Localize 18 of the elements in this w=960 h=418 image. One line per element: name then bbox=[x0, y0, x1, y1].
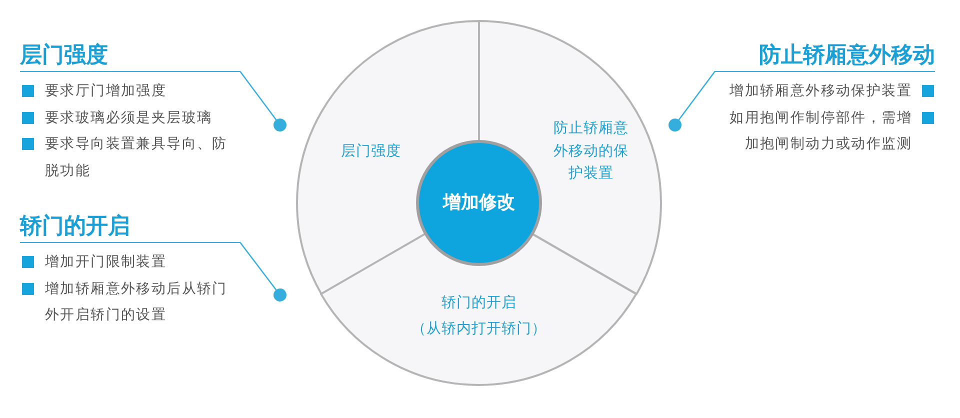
sector-label: 轿门的开启 bbox=[440, 294, 518, 313]
sector-label: 层门强度 bbox=[340, 142, 402, 162]
bullet-text: 如用抱闸作制停部件，需增加抱闸制动力或动作监测 bbox=[728, 108, 912, 154]
callout-heading: 层门强度 bbox=[20, 42, 240, 72]
callout-heading: 轿门的开启 bbox=[20, 213, 240, 243]
leader-line bbox=[668, 70, 716, 132]
bullet-text: 要求玻璃必须是夹层玻璃 bbox=[45, 108, 214, 128]
leader-line bbox=[239, 242, 286, 302]
sector-label: （从轿内打开轿门） bbox=[410, 320, 548, 339]
sector-label: 防止轿厢意外移动的保护装置 bbox=[553, 119, 629, 184]
bullet-text: 要求厅门增加强度 bbox=[45, 82, 168, 101]
leader-line bbox=[239, 70, 286, 132]
callout-heading: 防止轿厢意外移动 bbox=[715, 42, 935, 72]
bullet-text: 增加轿厢意外移动保护装置 bbox=[728, 82, 912, 101]
bullet-text: 增加开门限制装置 bbox=[45, 253, 168, 272]
center-label: 增加修改 bbox=[442, 191, 516, 215]
bullet-text: 要求导向装置兼具导向、防脱功能 bbox=[45, 135, 228, 180]
bullet-text: 增加轿厢意外移动后从轿门外开启轿门的设置 bbox=[45, 280, 228, 325]
